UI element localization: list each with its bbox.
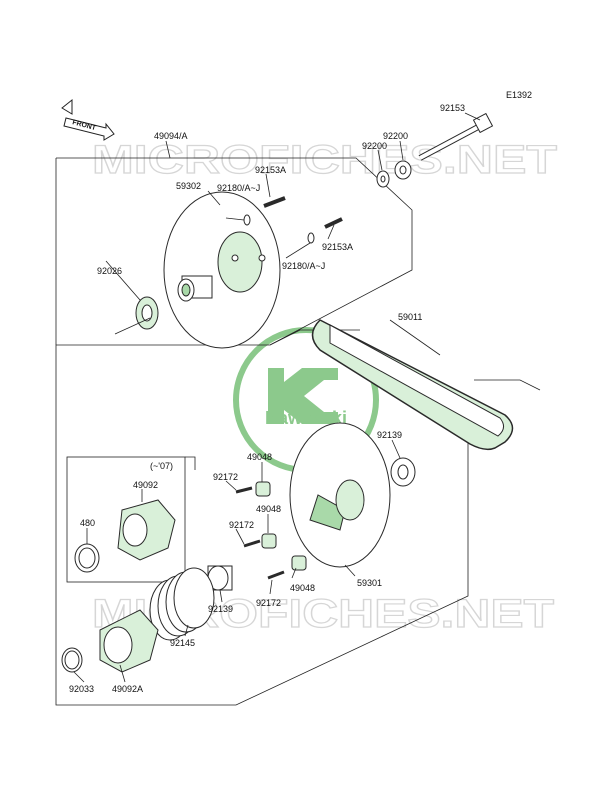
label-92139-bottom: 92139 xyxy=(208,604,233,614)
pulley-59301 xyxy=(289,422,391,568)
bolt-92153 xyxy=(418,112,494,161)
label-92200-b: 92200 xyxy=(383,131,408,141)
cam-49092 xyxy=(117,499,176,561)
label-49092: 49092 xyxy=(133,480,158,490)
sub-box-label: (~'07) xyxy=(150,461,173,471)
label-92026: 92026 xyxy=(97,266,122,276)
label-59011: 59011 xyxy=(398,312,422,322)
label-480: 480 xyxy=(80,518,95,528)
diagram-code: E1392 xyxy=(506,90,532,100)
label-59301: 59301 xyxy=(357,578,382,588)
label-49094-a: 49094/A xyxy=(154,131,188,141)
leader-lines xyxy=(73,112,481,683)
label-92180-top: 92180/A~J xyxy=(217,183,260,193)
washer-92180-mid xyxy=(307,232,315,244)
front-arrow-icon: FRONT xyxy=(61,98,115,141)
washer-92180-top xyxy=(243,214,251,226)
label-92172-top: 92172 xyxy=(213,472,238,482)
roller-49048-mid xyxy=(261,533,277,549)
label-92139-right: 92139 xyxy=(377,430,402,440)
roller-49048-top xyxy=(255,481,271,497)
label-92153: 92153 xyxy=(440,103,465,113)
label-49048-top: 49048 xyxy=(247,452,272,462)
label-92153a-top: 92153A xyxy=(255,165,286,175)
label-49048-bot: 49048 xyxy=(290,583,315,593)
label-92145: 92145 xyxy=(170,638,195,648)
watermark-top: MICROFICHES.NET xyxy=(92,138,557,182)
logo-text: Kawasaki xyxy=(265,408,347,428)
label-49092a: 49092A xyxy=(112,684,143,694)
roller-49048-bot xyxy=(291,555,307,571)
label-92172-bot: 92172 xyxy=(256,598,281,608)
cam-49092a xyxy=(99,609,159,673)
label-92153a-mid: 92153A xyxy=(322,242,353,252)
part-labels: 92153 92200 92200 49094/A 92153A 59302 9… xyxy=(69,103,465,694)
label-92033: 92033 xyxy=(69,684,94,694)
sub-box xyxy=(66,456,186,583)
label-92180-mid: 92180/A~J xyxy=(282,261,325,271)
label-92172-mid: 92172 xyxy=(229,520,254,530)
spring-92145 xyxy=(149,567,215,641)
belt-59011 xyxy=(311,319,514,451)
label-59302: 59302 xyxy=(176,181,201,191)
label-49048-mid: 49048 xyxy=(256,504,281,514)
pulley-59302 xyxy=(163,191,281,349)
label-92200-a: 92200 xyxy=(362,141,387,151)
